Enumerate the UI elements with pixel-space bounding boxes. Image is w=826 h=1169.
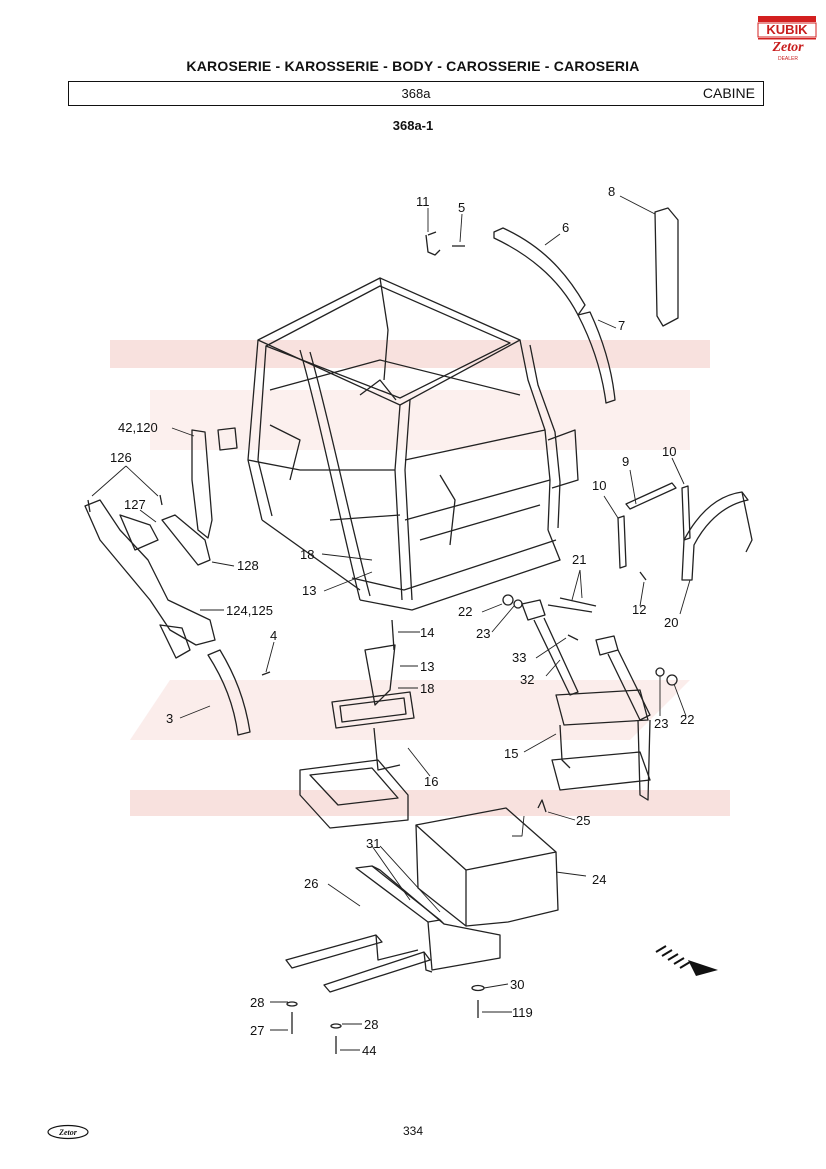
callout: 10 (662, 444, 676, 459)
callout: 119 (512, 1005, 533, 1020)
part-6-7-trim (493, 227, 616, 404)
callout: 28 (250, 995, 264, 1010)
footer-logo-text: Zetor (58, 1128, 78, 1137)
part-16-step (299, 619, 415, 829)
callout: 25 (576, 813, 590, 828)
page-number: 334 (402, 1124, 424, 1138)
callout: 8 (608, 184, 615, 199)
callout: 16 (424, 774, 438, 789)
callout: 22 (458, 604, 472, 619)
callout: 18 (420, 681, 434, 696)
callout: 9 (622, 454, 629, 469)
logo-zetor-text: Zetor (771, 40, 804, 55)
part-24-box (415, 799, 559, 927)
callout: 4 (270, 628, 277, 643)
callout: 15 (504, 746, 518, 761)
callout: 31 (366, 836, 380, 851)
callout: 26 (304, 876, 318, 891)
cabin-frame (217, 277, 579, 611)
callout: 11 (416, 194, 430, 209)
callout: 126 (110, 450, 132, 465)
callout: 33 (512, 650, 526, 665)
callout: 20 (664, 615, 678, 630)
callout: 124,125 (226, 603, 273, 618)
callout: 27 (250, 1023, 264, 1038)
callout: 18 (300, 547, 314, 562)
ref-name: CABINE (702, 85, 755, 101)
callout: 23 (476, 626, 490, 641)
callout: 23 (654, 716, 668, 731)
callout: 13 (420, 659, 434, 674)
callout: 127 (124, 497, 146, 512)
callout: 22 (680, 712, 694, 727)
part-15-step (521, 599, 651, 801)
callout: 3 (166, 711, 173, 726)
callout: 44 (362, 1043, 376, 1058)
part-124-125-mudguard (84, 494, 216, 659)
part-3-fender-strip (207, 649, 271, 736)
part-20-guard (681, 491, 753, 581)
part-9-bar (625, 482, 677, 510)
part-callouts: 11 5 6 8 7 42,120 126 127 128 18 13 9 10… (110, 184, 694, 1058)
hardware-bolts (502, 571, 678, 686)
dealer-watermark (110, 330, 730, 850)
callout: 28 (364, 1017, 378, 1032)
callout: 13 (302, 583, 316, 598)
callout: 128 (237, 558, 259, 573)
leader-lines (91, 195, 691, 1051)
part-26-bracket (285, 865, 501, 993)
callout: 42,120 (118, 420, 158, 435)
callout: 6 (562, 220, 569, 235)
logo-kubik-text: KUBIK (766, 22, 808, 37)
callout: 12 (632, 602, 646, 617)
exploded-parts-drawing: 11 5 6 8 7 42,120 126 127 128 18 13 9 10… (0, 140, 826, 1100)
zetor-footer-logo: Zetor (46, 1124, 90, 1140)
fasteners-bottom (286, 984, 485, 1054)
logo-dealer-text: DEALER (778, 56, 798, 62)
ref-code: 368a (401, 86, 431, 101)
part-8-strip (654, 207, 679, 327)
part-42-120-panel (191, 429, 213, 539)
callout: 7 (618, 318, 625, 333)
reference-box: 368a CABINE (68, 81, 764, 106)
part-11-bracket (425, 231, 465, 256)
kubik-zetor-logo: KUBIK Zetor DEALER (756, 14, 818, 66)
callout: 10 (592, 478, 606, 493)
callout: 14 (420, 625, 434, 640)
callout: 32 (520, 672, 534, 687)
callout: 21 (572, 552, 586, 567)
callout: 30 (510, 977, 524, 992)
diagram-code: 368a-1 (392, 118, 434, 133)
page-title: KAROSERIE - KAROSSERIE - BODY - CAROSSER… (186, 58, 640, 74)
callout: 5 (458, 200, 465, 215)
callout: 24 (592, 872, 606, 887)
part-10-strips (617, 485, 691, 569)
direction-arrow-icon (652, 942, 724, 978)
